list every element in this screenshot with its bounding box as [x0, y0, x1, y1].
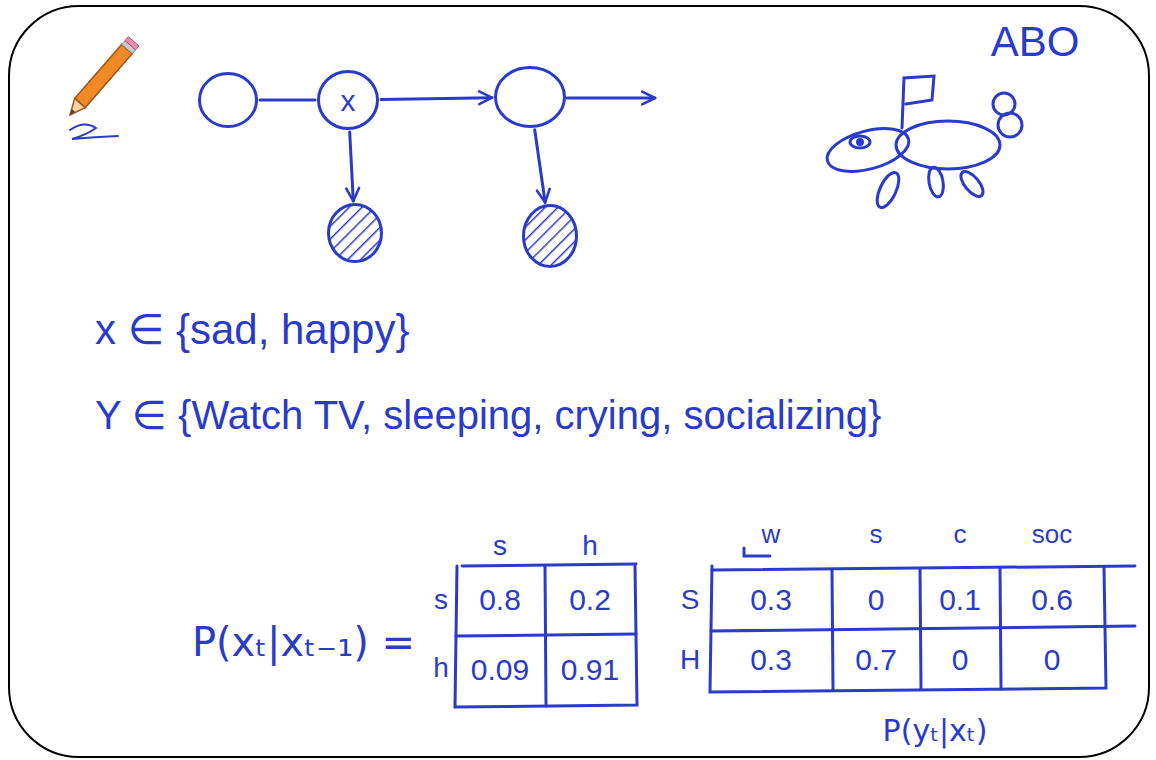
table-cell: 0.3 — [750, 583, 792, 618]
circle-outline — [327, 203, 383, 263]
row-header: H — [680, 644, 700, 676]
dependency-arrow — [350, 132, 354, 201]
row-header: s — [434, 584, 448, 616]
corner-note: ABO — [991, 18, 1080, 66]
emission-formula: P(yₜ|xₜ) — [883, 714, 988, 749]
hidden-state-circle: x — [317, 70, 379, 130]
circle-outline — [522, 204, 578, 268]
state-label: x — [341, 84, 356, 117]
animal-doodle — [823, 76, 1022, 211]
table-cell: 0.6 — [1031, 583, 1073, 618]
transition-formula: P(xₜ|xₜ₋₁) = — [192, 619, 415, 665]
emission-table-grid — [710, 548, 1135, 692]
state-space-definition: x ∈ {sad, happy} — [95, 306, 409, 354]
column-header: h — [582, 530, 598, 562]
table-cell: 0.8 — [479, 583, 521, 618]
dependency-arrow — [535, 130, 545, 203]
table-cell: 0 — [952, 643, 969, 678]
dependency-arrow — [381, 98, 492, 100]
table-cell: 0.1 — [939, 583, 981, 618]
column-header: s — [493, 530, 507, 562]
circle-outline — [494, 66, 566, 128]
circle-outline — [198, 72, 258, 128]
row-header: h — [433, 652, 449, 684]
column-header: w — [762, 520, 781, 550]
row-header: S — [681, 584, 700, 616]
table-cell: 0.2 — [569, 583, 611, 618]
hidden-state-circle — [494, 66, 566, 128]
column-header: soc — [1032, 520, 1072, 550]
column-header: s — [870, 520, 883, 550]
observation-space-definition: Y ∈ {Watch TV, sleeping, crying, sociali… — [95, 392, 881, 438]
table-cell: 0 — [1044, 643, 1061, 678]
dependency-arrow — [260, 99, 315, 102]
chain-continuation-arrow — [567, 97, 655, 100]
observed-circle — [522, 204, 578, 268]
table-cell: 0.91 — [561, 653, 619, 688]
hidden-state-circle — [198, 72, 258, 128]
pencil-icon — [70, 37, 139, 139]
column-header: c — [954, 520, 967, 550]
transition-table-grid — [455, 564, 637, 707]
table-cell: 0.7 — [855, 643, 897, 678]
table-cell: 0.3 — [750, 643, 792, 678]
table-cell: 0.09 — [471, 653, 529, 688]
table-cell: 0 — [868, 583, 885, 618]
observed-circle — [327, 203, 383, 263]
slide-frame — [9, 6, 1149, 757]
